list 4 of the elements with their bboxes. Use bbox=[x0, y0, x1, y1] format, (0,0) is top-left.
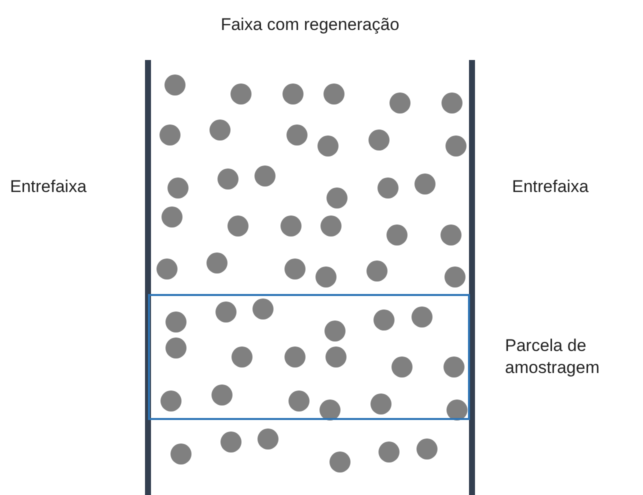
plot-label: Parcela de amostragem bbox=[505, 335, 600, 379]
side-label: Entrefaixa bbox=[512, 176, 589, 198]
side-label: Entrefaixa bbox=[10, 176, 87, 198]
title: Faixa com regeneração bbox=[220, 14, 400, 36]
